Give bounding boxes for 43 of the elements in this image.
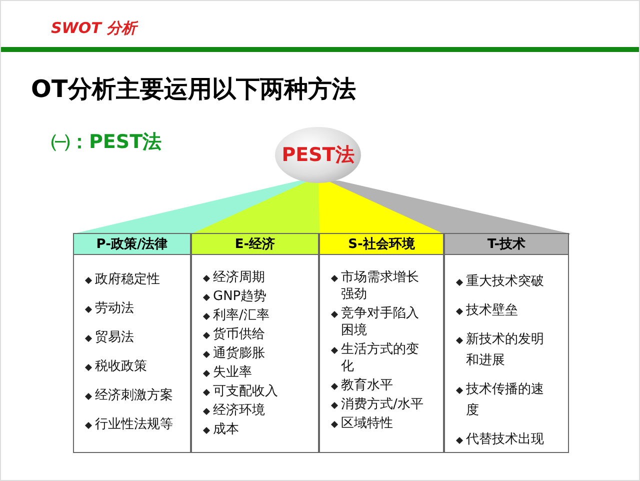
list-item: 生活方式的变化 (332, 341, 427, 375)
category-header (444, 233, 569, 255)
section-label: ㈠：PEST法 (51, 130, 162, 155)
list-item: 教育水平 (332, 377, 427, 394)
list-item: 技术传播的速度 (457, 379, 548, 421)
list-item: 利率/汇率 (204, 307, 295, 324)
list-item: 贸易法 (86, 329, 177, 346)
header-text: S-社会环境 (348, 236, 415, 253)
list-item: 失业率 (204, 364, 295, 381)
list-item: 政府稳定性 (86, 271, 177, 288)
list-item: 经济环境 (204, 402, 295, 419)
factor-list (191, 255, 319, 453)
list-item: 货币供给 (204, 326, 295, 343)
category-header (191, 233, 319, 255)
list-item: 市场需求增长强劲 (332, 269, 427, 303)
node-label: PEST法 (282, 143, 354, 168)
category-header (73, 233, 191, 255)
list-item: 税收政策 (86, 358, 177, 375)
list-item: 竞争对手陷入困境 (332, 305, 427, 339)
factor-list (444, 255, 569, 453)
header-text: E-经济 (234, 236, 276, 253)
slide-title: OT分析主要运用以下两种方法 (31, 74, 356, 105)
list-item: 消费方式/水平 (332, 396, 427, 413)
list-item: 劳动法 (86, 300, 177, 317)
list-item: 新技术的发明和进展 (457, 329, 548, 371)
list-item: 经济刺激方案 (86, 387, 177, 404)
factor-list (319, 255, 444, 453)
list-item: 经济周期 (204, 269, 295, 286)
list-item: 可支配收入 (204, 383, 295, 400)
list-item: 通货膨胀 (204, 345, 295, 362)
factor-list (73, 255, 191, 453)
category-header (319, 233, 444, 255)
fan-connector (192, 180, 320, 234)
list-item: GNP趋势 (204, 288, 295, 305)
list-item: 技术壁垒 (457, 300, 548, 321)
header-text: T-技术 (487, 236, 526, 253)
header-label: SWOT 分析 (51, 19, 137, 38)
list-item: 重大技术突破 (457, 271, 548, 292)
list-item: 行业性法规等 (86, 416, 177, 433)
list-item: 成本 (204, 421, 295, 438)
list-item: 代替技术出现 (457, 429, 548, 450)
list-item: 区域特性 (332, 415, 427, 432)
header-text: P-政策/法律 (96, 236, 168, 253)
